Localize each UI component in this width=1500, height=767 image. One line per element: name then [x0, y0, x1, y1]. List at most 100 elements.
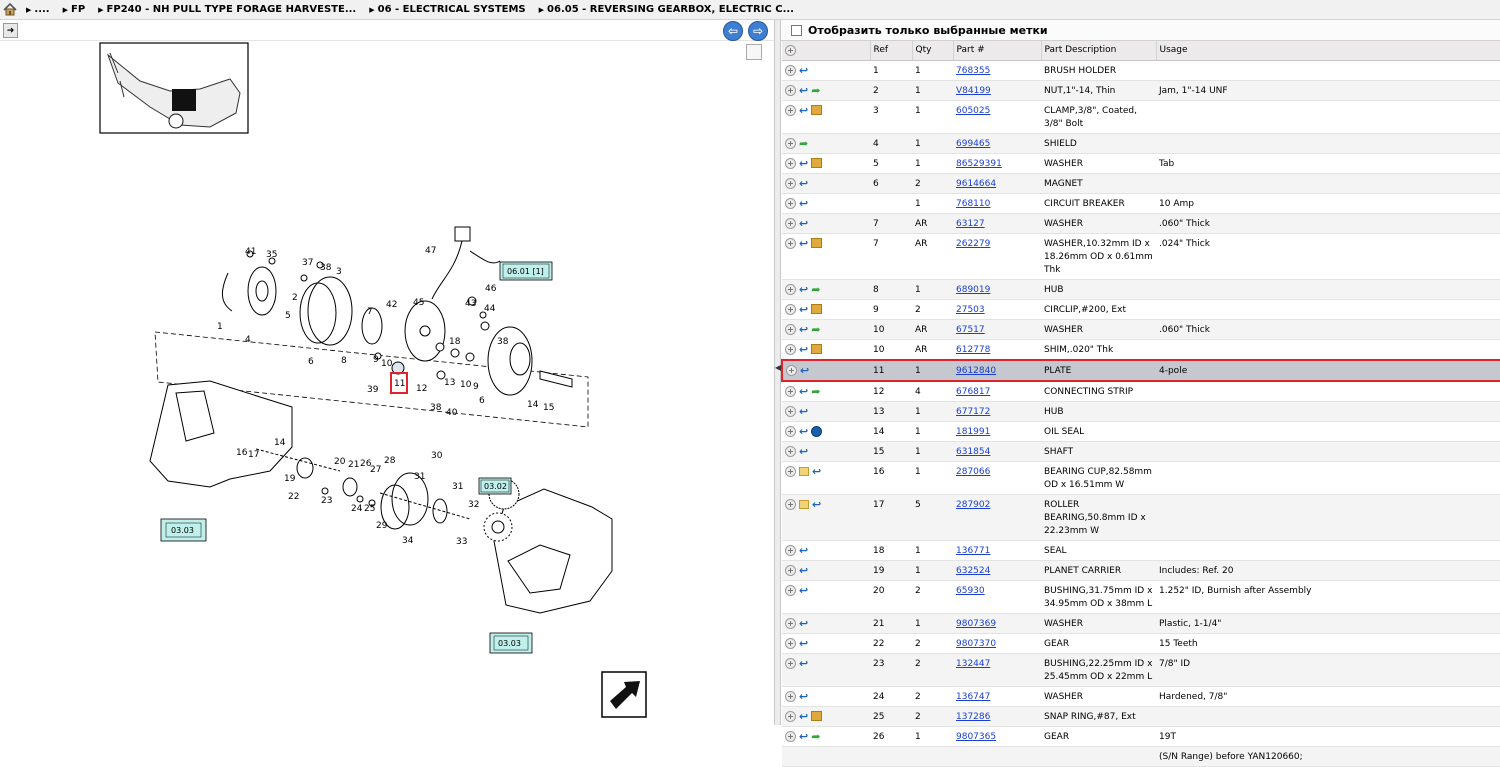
- ref-label[interactable]: 23: [321, 496, 332, 506]
- part-number-cell[interactable]: 287066: [953, 461, 1041, 495]
- expand-row-icon[interactable]: [785, 498, 796, 510]
- expand-row-icon[interactable]: [785, 177, 796, 189]
- next-diagram-arrow-icon[interactable]: [601, 671, 647, 718]
- part-number-link[interactable]: 287066: [956, 466, 991, 477]
- column-header-description[interactable]: Part Description: [1041, 41, 1157, 61]
- part-number-cell[interactable]: 136771: [953, 540, 1041, 561]
- ref-label[interactable]: 5: [285, 311, 291, 321]
- ref-label[interactable]: 10: [381, 359, 393, 369]
- part-number-cell[interactable]: V84199: [953, 80, 1041, 101]
- expand-row-icon[interactable]: [785, 465, 796, 477]
- part-number-cell[interactable]: 65930: [953, 580, 1041, 614]
- expand-row-icon[interactable]: [785, 617, 796, 629]
- ref-label[interactable]: 14: [274, 438, 286, 448]
- ref-label[interactable]: 37: [302, 258, 313, 268]
- expand-row-icon[interactable]: [785, 584, 796, 596]
- expand-row-icon[interactable]: [785, 657, 796, 669]
- part-number-link[interactable]: 86529391: [956, 158, 1002, 169]
- package-icon[interactable]: [811, 304, 823, 314]
- back-arrow-icon[interactable]: ↩: [799, 656, 809, 670]
- back-arrow-icon[interactable]: ↩: [799, 236, 809, 250]
- breadcrumb-item-fp[interactable]: ▶FP: [62, 4, 86, 15]
- back-arrow-icon[interactable]: ↩: [799, 424, 809, 438]
- ref-label[interactable]: 32: [468, 500, 479, 510]
- part-number-cell[interactable]: 27503: [953, 299, 1041, 320]
- part-number-link[interactable]: 768355: [956, 65, 991, 76]
- ref-label[interactable]: 38: [497, 337, 509, 347]
- ref-label[interactable]: 20: [334, 457, 346, 467]
- ref-label[interactable]: 31: [452, 482, 463, 492]
- breadcrumb-item-subsection[interactable]: ▶06.05 - REVERSING GEARBOX, ELECTRIC C..…: [538, 4, 794, 15]
- previous-page-button[interactable]: ⇦: [723, 21, 743, 41]
- callout-03-03-left[interactable]: 03.03: [160, 518, 207, 542]
- ref-label[interactable]: 30: [431, 451, 443, 461]
- back-arrow-icon[interactable]: ↩: [799, 404, 809, 418]
- ref-label[interactable]: 19: [284, 474, 296, 484]
- callout-03-02[interactable]: 03.02: [478, 477, 512, 495]
- expand-row-icon[interactable]: [785, 237, 796, 249]
- ref-label[interactable]: 9: [373, 355, 379, 365]
- ref-label[interactable]: 28: [384, 456, 396, 466]
- ref-label[interactable]: 6: [479, 396, 485, 406]
- back-arrow-icon[interactable]: ↩: [799, 156, 809, 170]
- part-number-link[interactable]: 9612840: [956, 365, 997, 376]
- ref-label[interactable]: 26: [360, 459, 372, 469]
- back-arrow-icon[interactable]: ↩: [799, 83, 809, 97]
- part-number-cell[interactable]: 262279: [953, 233, 1041, 280]
- back-arrow-icon[interactable]: ↩: [799, 63, 809, 77]
- ref-label[interactable]: 25: [364, 504, 375, 514]
- part-number-cell[interactable]: 287902: [953, 494, 1041, 541]
- expand-row-icon[interactable]: [785, 283, 796, 295]
- forward-arrow-icon[interactable]: ➦: [811, 83, 821, 97]
- ref-label[interactable]: 16: [236, 448, 248, 458]
- part-number-link[interactable]: 9807369: [956, 618, 997, 629]
- part-number-link[interactable]: 136747: [956, 691, 991, 702]
- expand-row-icon[interactable]: [785, 217, 796, 229]
- back-arrow-icon[interactable]: ↩: [799, 636, 809, 650]
- expand-row-icon[interactable]: [785, 730, 796, 742]
- expand-row-icon[interactable]: [785, 64, 796, 76]
- part-number-cell[interactable]: 605025: [953, 100, 1041, 134]
- back-arrow-icon[interactable]: ↩: [799, 543, 809, 557]
- back-arrow-icon[interactable]: ↩: [812, 464, 822, 478]
- expand-row-icon[interactable]: [785, 690, 796, 702]
- ref-label[interactable]: 35: [266, 250, 277, 260]
- part-number-cell[interactable]: 137286: [953, 706, 1041, 727]
- callout-03-03-bottom[interactable]: 03.03: [489, 632, 533, 654]
- part-number-link[interactable]: 287902: [956, 499, 991, 510]
- ref-label[interactable]: 41: [245, 247, 256, 257]
- callout-06-01[interactable]: 06.01 [1]: [499, 261, 553, 281]
- part-number-cell[interactable]: 612778: [953, 339, 1041, 360]
- package-icon[interactable]: [811, 105, 823, 115]
- ref-label[interactable]: 13: [444, 378, 455, 388]
- part-number-link[interactable]: 605025: [956, 105, 991, 116]
- part-number-cell[interactable]: 9612840: [953, 358, 1041, 382]
- back-arrow-icon[interactable]: ↩: [799, 616, 809, 630]
- ref-label[interactable]: 2: [292, 293, 298, 303]
- note-icon[interactable]: [799, 499, 809, 509]
- back-arrow-icon[interactable]: ↩: [800, 363, 810, 377]
- ref-label[interactable]: 6: [308, 357, 314, 367]
- ref-label[interactable]: 10: [460, 380, 472, 390]
- ref-label[interactable]: 14: [527, 400, 539, 410]
- column-header-ref[interactable]: Ref: [870, 41, 913, 61]
- globe-icon[interactable]: [811, 425, 823, 437]
- ref-label[interactable]: 22: [288, 492, 299, 502]
